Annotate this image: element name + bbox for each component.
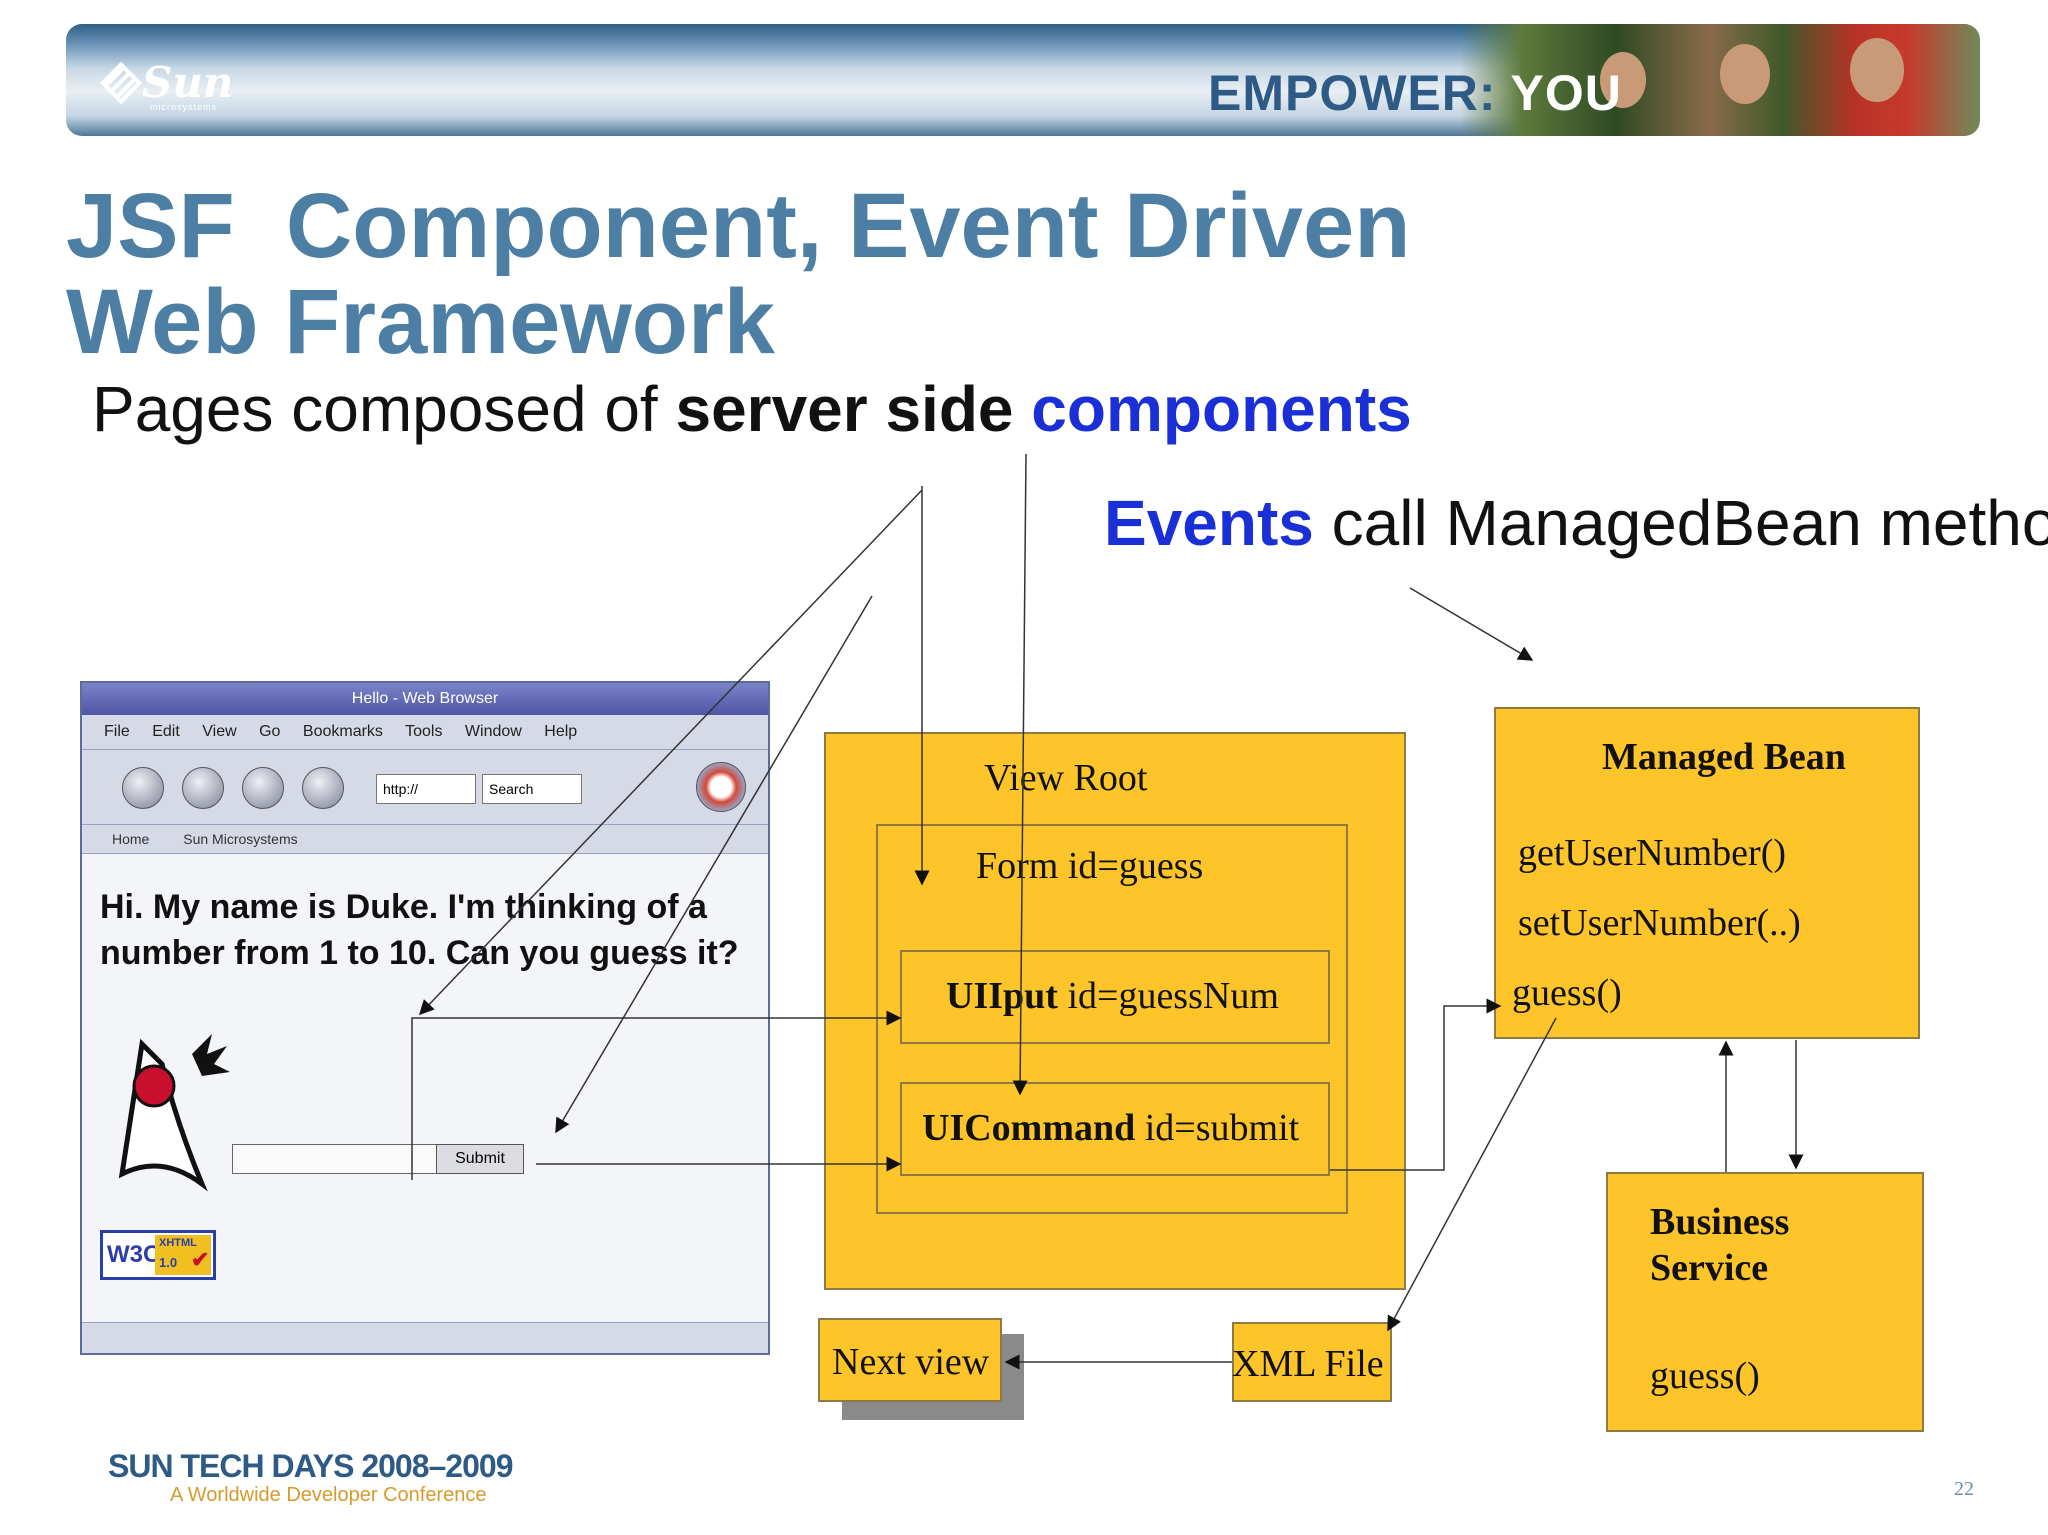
bookmark-sun[interactable]: Sun Microsystems xyxy=(183,831,298,847)
arrow-uicommand-to-guess xyxy=(1330,998,1502,1171)
events-caption: Events call ManagedBean methods xyxy=(1104,486,2048,560)
subtitle-prefix: Pages composed of xyxy=(92,373,676,445)
uiinput-box: UIIput id=guessNum xyxy=(900,950,1330,1044)
menu-item-edit[interactable]: Edit xyxy=(152,723,180,740)
arrow-guess-to-xml xyxy=(1387,1017,1557,1332)
business-service-line1: Business xyxy=(1650,1201,1790,1243)
duke-message: Hi. My name is Duke. I'm thinking of a n… xyxy=(100,888,739,972)
business-service-box: Business Service guess() xyxy=(1606,1172,1924,1432)
browser-menubar: File Edit View Go Bookmarks Tools Window… xyxy=(82,715,768,750)
business-service-line2: Service xyxy=(1650,1247,1769,1289)
badge-xhtml: XHTML xyxy=(159,1237,197,1249)
bookmarks-bar: Home Sun Microsystems xyxy=(82,825,768,854)
subtitle-components: components xyxy=(1031,373,1412,445)
w3c-xhtml-badge: W3C XHTML 1.0 ✔ xyxy=(100,1230,216,1280)
checkmark-icon: ✔ xyxy=(191,1247,210,1272)
footer-event-tagline: A Worldwide Developer Conference xyxy=(170,1484,487,1506)
managed-bean-box: Managed Bean getUserNumber() setUserNumb… xyxy=(1494,707,1920,1039)
events-word: Events xyxy=(1104,487,1314,559)
duke-mascot-icon xyxy=(118,1034,230,1192)
mb-method-set: setUserNumber(..) xyxy=(1518,902,1801,944)
arrow-events-to-bean xyxy=(1409,587,1534,661)
bs-method-guess: guess() xyxy=(1650,1355,1760,1397)
xml-file-label: XML File xyxy=(1232,1343,1384,1385)
browser-statusbar xyxy=(82,1322,768,1353)
xml-file-box: XML File xyxy=(1232,1322,1392,1402)
events-rest: call ManagedBean methods xyxy=(1313,487,2048,559)
banner-photo xyxy=(1460,24,1980,136)
mb-method-get: getUserNumber() xyxy=(1518,832,1787,874)
uiinput-rest: id=guessNum xyxy=(1057,975,1279,1017)
browser-title: Hello - Web Browser xyxy=(351,690,499,707)
sun-logo-subtext: microsystems xyxy=(150,102,218,112)
badge-version: 1.0 xyxy=(159,1255,178,1270)
arrow-input-to-uiinput xyxy=(411,1010,902,1180)
tagline-prefix: EMPOWER: xyxy=(1208,65,1497,121)
stop-icon[interactable] xyxy=(302,767,344,809)
slide-title-line1: JSF Component, Event Driven xyxy=(66,175,1411,277)
sun-logo: Sun xyxy=(99,58,234,107)
arrow-components-to-uicommand xyxy=(1012,453,1028,1096)
guess-input[interactable] xyxy=(232,1144,438,1174)
menu-item-window[interactable]: Window xyxy=(464,723,522,740)
uiinput-label: UIIput id=guessNum xyxy=(946,974,1279,1018)
arrow-components-to-input xyxy=(555,595,873,1134)
slide-title-line2: Web Framework xyxy=(66,271,775,373)
uiinput-bold: UIIput xyxy=(946,975,1058,1017)
reload-icon[interactable] xyxy=(242,767,284,809)
back-icon[interactable] xyxy=(122,767,164,809)
browser-content: Hi. My name is Duke. I'm thinking of a n… xyxy=(82,854,768,1324)
next-view-label: Next view xyxy=(832,1341,990,1383)
view-root-label: View Root xyxy=(984,757,1148,799)
forward-icon[interactable] xyxy=(182,767,224,809)
managed-bean-title: Managed Bean xyxy=(1602,736,1846,778)
badge-w3c: W3C xyxy=(107,1241,161,1268)
uicommand-rest: id=submit xyxy=(1135,1107,1300,1149)
form-box: Form id=guess xyxy=(876,824,1348,1214)
footer-event-name: SUN TECH DAYS 2008–2009 xyxy=(108,1448,513,1484)
menu-item-file[interactable]: File xyxy=(104,723,130,740)
menu-item-help[interactable]: Help xyxy=(544,723,578,740)
browser-titlebar: Hello - Web Browser xyxy=(82,683,768,715)
subtitle-pages: Pages composed of server side components xyxy=(92,372,1412,446)
uicommand-box: UICommand id=submit xyxy=(900,1082,1330,1176)
banner-tagline: EMPOWER: YOU xyxy=(1208,64,1622,122)
search-button[interactable]: Search xyxy=(482,774,582,804)
menu-item-go[interactable]: Go xyxy=(259,723,281,740)
arrow-components-to-text xyxy=(418,489,923,1016)
bookmark-home[interactable]: Home xyxy=(112,831,150,847)
menu-item-tools[interactable]: Tools xyxy=(405,723,443,740)
slide-title: JSF Component, Event Driven Web Framewor… xyxy=(66,178,1410,370)
menu-item-bookmarks[interactable]: Bookmarks xyxy=(302,723,383,740)
browser-logo-icon xyxy=(696,762,746,812)
subtitle-bold: server side xyxy=(675,373,1014,445)
tagline-suffix: YOU xyxy=(1510,65,1622,121)
browser-window: Hello - Web Browser File Edit View Go Bo… xyxy=(80,681,770,1355)
submit-button[interactable]: Submit xyxy=(436,1144,524,1174)
url-input[interactable]: http:// xyxy=(376,774,476,804)
form-label: Form id=guess xyxy=(976,845,1204,887)
header-banner: Sun microsystems EMPOWER: YOU xyxy=(66,24,1980,136)
browser-toolbar: http:// Search xyxy=(82,750,768,825)
uicommand-label: UICommand id=submit xyxy=(922,1106,1299,1150)
mb-method-guess: guess() xyxy=(1512,972,1622,1014)
page-number: 22 xyxy=(1954,1478,1974,1500)
uicommand-bold: UICommand xyxy=(922,1107,1136,1149)
menu-item-view[interactable]: View xyxy=(202,723,237,740)
next-view-box: Next view xyxy=(818,1318,1002,1402)
sun-logo-text: Sun xyxy=(142,58,234,107)
